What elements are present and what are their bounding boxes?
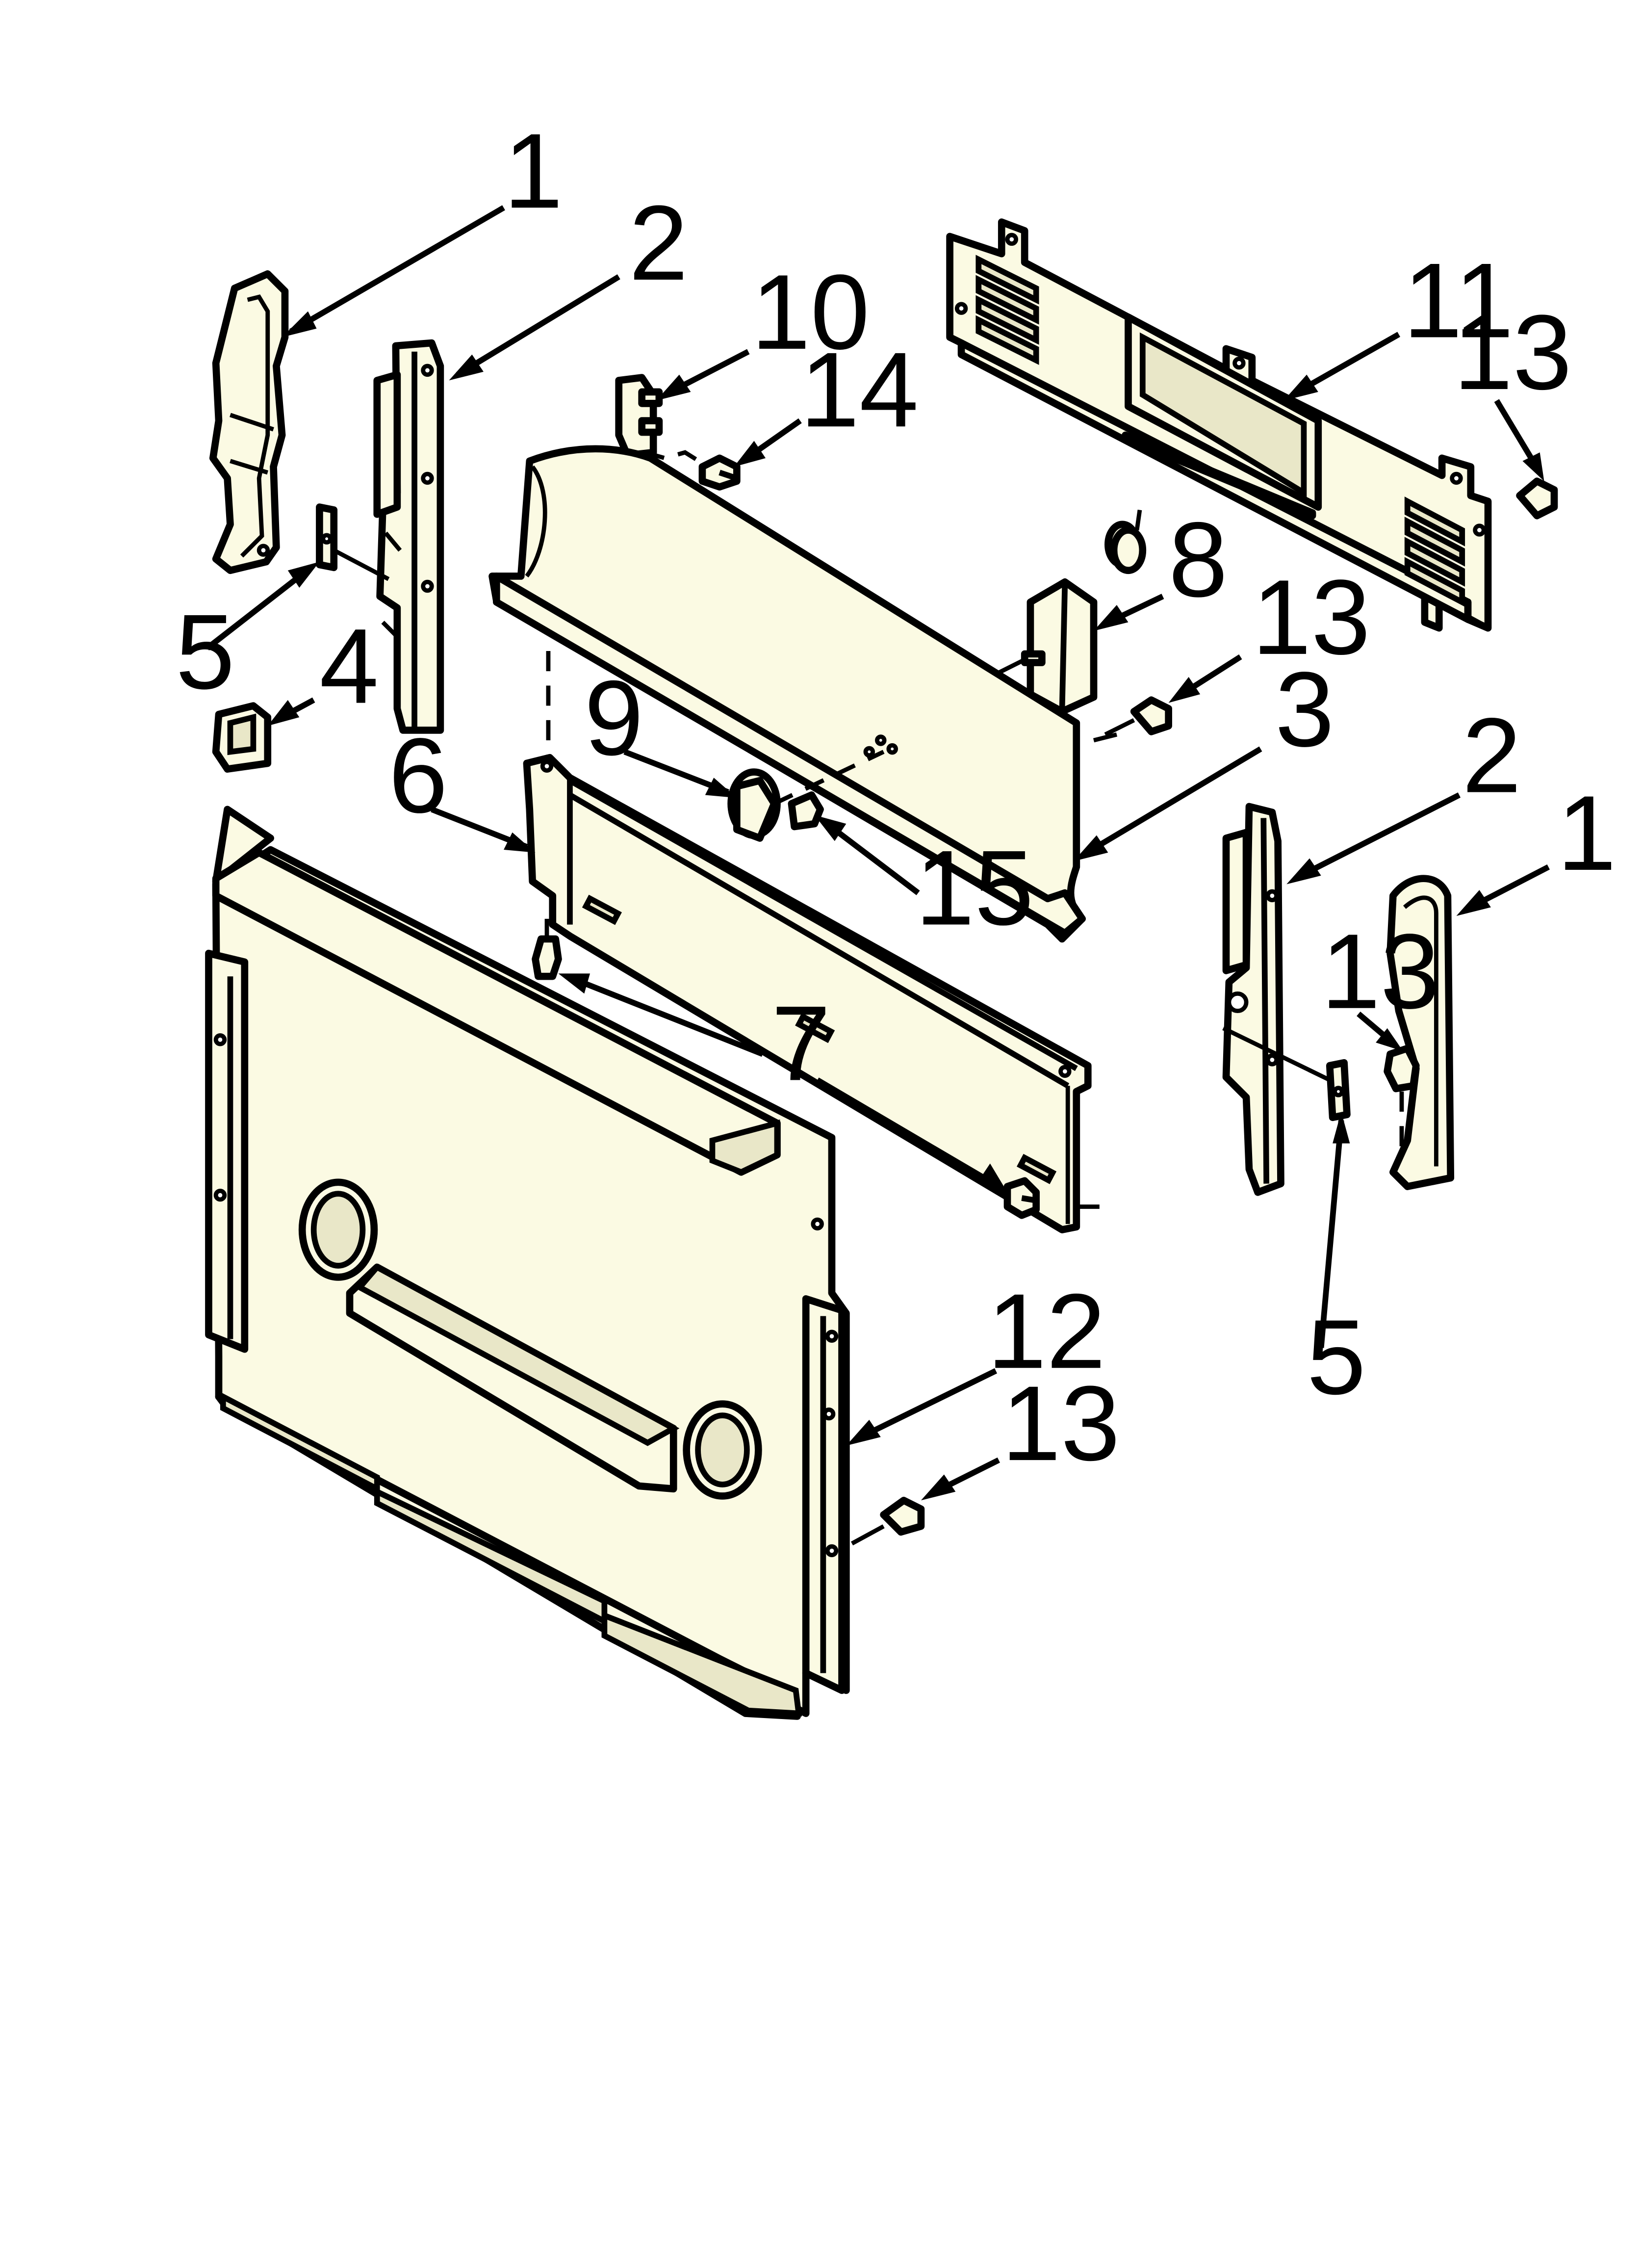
callout-15: 15 — [915, 829, 1034, 948]
callout-5-left: 5 — [176, 592, 235, 711]
callout-9: 9 — [584, 658, 643, 778]
callout-1-right: 1 — [1557, 774, 1616, 893]
screw-13-top — [1516, 477, 1558, 520]
callout-labels: 1 2 10 14 11 13 8 13 5 4 9 3 6 2 1 15 13… — [176, 111, 1616, 1483]
screw-13-right — [1384, 1044, 1420, 1093]
screw-13-bottom — [880, 1496, 925, 1536]
switch-box — [1021, 578, 1098, 715]
callout-2-right: 2 — [1462, 696, 1521, 815]
callout-11: 11 — [1403, 241, 1514, 360]
callout-14: 14 — [800, 330, 919, 449]
end-cap-left — [209, 270, 289, 574]
callout-12: 12 — [987, 1272, 1106, 1391]
screw-14 — [698, 454, 741, 491]
screw-7-left — [532, 918, 562, 980]
screw-7-right — [1003, 1177, 1040, 1219]
callout-13-bottom: 13 — [1001, 1364, 1120, 1483]
control-channel — [523, 754, 1100, 1233]
knob — [727, 734, 898, 842]
clip-left — [316, 503, 390, 581]
callout-2-left: 2 — [629, 183, 688, 303]
callout-13-mid: 13 — [1252, 558, 1371, 677]
callout-10: 10 — [751, 253, 870, 372]
leader-lines — [205, 205, 1550, 1501]
side-trim-12 — [850, 1524, 885, 1546]
spring — [1104, 509, 1147, 574]
callout-6: 6 — [388, 716, 448, 835]
callout-13-right: 13 — [1321, 912, 1440, 1031]
callout-1-left: 1 — [504, 111, 563, 231]
callout-7: 7 — [771, 984, 831, 1103]
control-panel — [488, 445, 1118, 943]
front-panel — [205, 806, 850, 1720]
callout-13-top: 13 — [1454, 293, 1572, 412]
hinge-block — [212, 702, 272, 773]
callout-5-right: 5 — [1307, 1298, 1366, 1417]
callout-4: 4 — [319, 607, 379, 726]
side-bracket-right — [1222, 803, 1331, 1196]
rear-panel — [946, 218, 1492, 632]
clip-right — [1326, 1059, 1351, 1121]
screw-15 — [788, 791, 824, 831]
end-cap-right — [1386, 875, 1455, 1190]
callout-3: 3 — [1275, 650, 1334, 769]
side-bracket-left — [373, 339, 444, 734]
callout-8: 8 — [1169, 500, 1228, 620]
screw-13-mid — [1104, 696, 1172, 737]
